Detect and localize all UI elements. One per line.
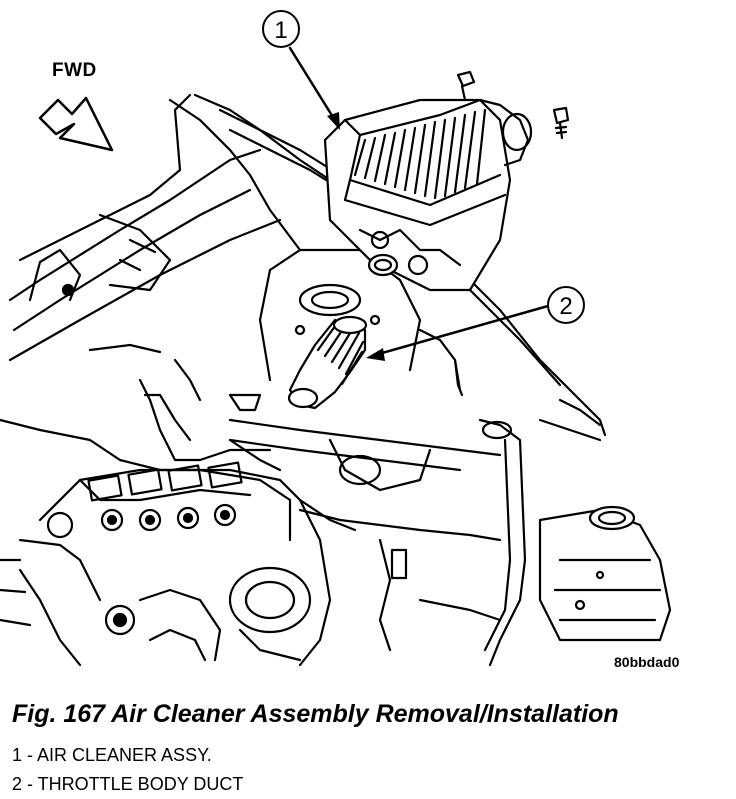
bolt-icon <box>456 70 570 140</box>
hoses <box>88 328 464 412</box>
throttle-body-duct <box>287 315 368 410</box>
legend-list: 1 - AIR CLEANER ASSY. 2 - THROTTLE BODY … <box>12 741 243 799</box>
callout-number-1: 1 <box>274 17 287 44</box>
callout-leader-1 <box>288 46 340 130</box>
figure-code: 80bbdad0 <box>614 654 680 670</box>
engine-compartment-illustration: 1 2 <box>0 10 672 667</box>
legend-item: 1 - AIR CLEANER ASSY. <box>12 745 212 765</box>
figure-caption: Fig. 167 Air Cleaner Assembly Removal/In… <box>12 700 619 728</box>
fwd-arrow-icon <box>38 96 114 152</box>
callout-1 <box>262 10 300 48</box>
engine-block <box>0 393 357 667</box>
air-cleaner-assembly <box>323 98 533 292</box>
callout-number-2: 2 <box>559 293 572 320</box>
cowl-panel <box>8 93 332 362</box>
legend-item: 2 - THROTTLE BODY DUCT <box>12 774 244 794</box>
callout-2 <box>547 286 585 324</box>
radiator-support <box>228 418 602 667</box>
coolant-reservoir <box>538 505 672 642</box>
fwd-label: FWD <box>52 60 97 81</box>
callout-leader-2 <box>366 304 550 361</box>
